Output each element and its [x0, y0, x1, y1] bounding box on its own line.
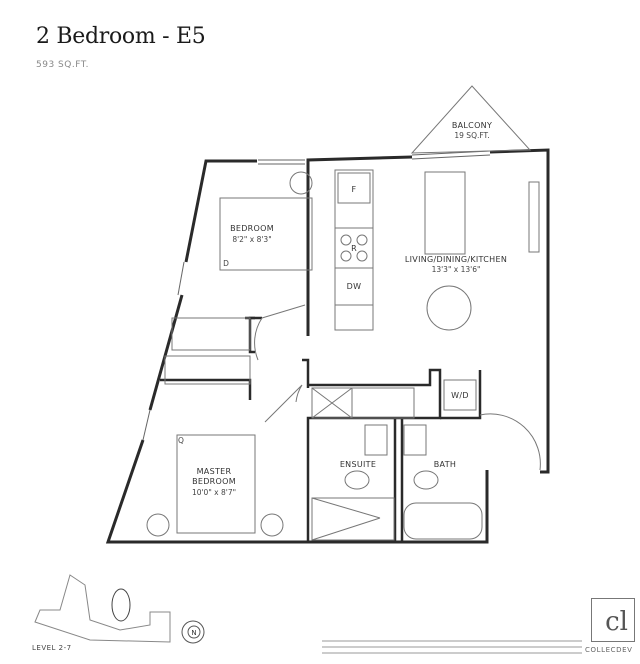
page-title: 2 Bedroom - E5 [36, 24, 206, 49]
master-bedroom [146, 434, 284, 537]
interior-walls [160, 316, 482, 542]
disclaimer-text [322, 640, 582, 658]
laundry [443, 379, 477, 411]
logo-text: COLLECDEV [585, 646, 633, 654]
developer-logo: cl [591, 598, 635, 642]
living-size: 13'3" x 13'6" [432, 265, 481, 274]
balcony-size: 19 SQ.FT. [454, 131, 489, 140]
balcony-outline [410, 85, 532, 154]
master-size: 10'0" x 8'7" [192, 488, 236, 497]
balcony-label: BALCONY [452, 121, 492, 130]
unit-area: 593 SQ.FT. [36, 60, 90, 70]
laundry-label: W/D [451, 391, 469, 400]
ensuite-label: ENSUITE [340, 460, 376, 469]
bedroom-bed-marker: D [223, 259, 229, 268]
key-plan [34, 574, 171, 643]
bedroom: BEDROOM 8'2" x 8'3" D [219, 171, 313, 271]
exterior-walls [105, 148, 550, 544]
closets [164, 304, 541, 471]
bedroom-label: BEDROOM [230, 224, 274, 233]
north-arrow-icon: N [181, 620, 205, 644]
kitchen [334, 169, 374, 331]
master-label-line1: MASTER [197, 467, 232, 476]
windows [142, 150, 491, 441]
master-bed-marker: Q [178, 436, 184, 445]
living-furniture [424, 171, 540, 331]
bath-label: BATH [434, 460, 456, 469]
dishwasher-label: DW [347, 282, 362, 291]
range-label: R [351, 244, 357, 253]
level-label: LEVEL 2-7 [32, 644, 72, 652]
bedroom-size: 8'2" x 8'3" [232, 235, 271, 244]
master-label-line2: BEDROOM [192, 477, 236, 486]
living-label: LIVING/DINING/KITCHEN [405, 255, 507, 264]
north-label: N [191, 629, 196, 637]
fridge-label: F [352, 185, 357, 194]
bathrooms [311, 424, 483, 541]
